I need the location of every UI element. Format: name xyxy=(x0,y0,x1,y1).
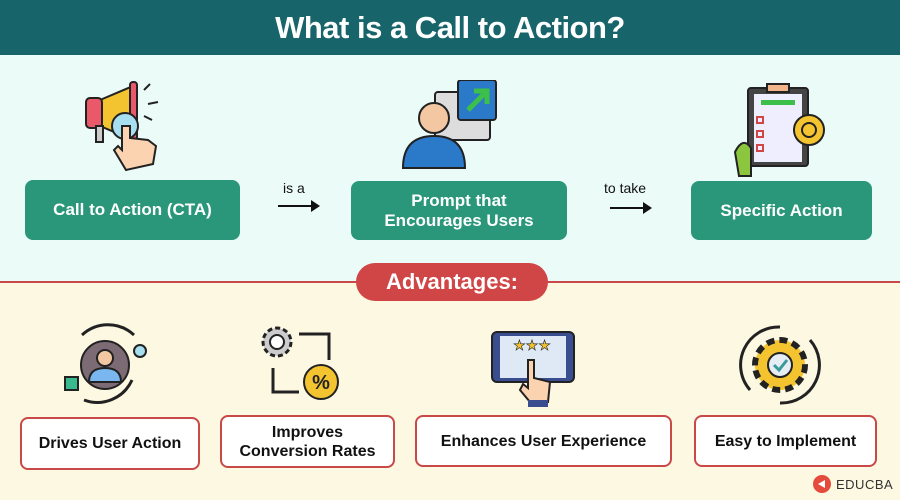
arrow-right-icon xyxy=(610,202,652,214)
connector-label: to take xyxy=(604,180,647,196)
specific-action-label: Specific Action xyxy=(720,200,843,220)
advantage-label: Enhances User Experience xyxy=(440,432,647,450)
specific-action-box: Specific Action xyxy=(691,181,872,240)
advantage-card: Improves Conversion Rates xyxy=(220,415,395,468)
prompt-label-line: Prompt that xyxy=(411,190,507,210)
prompt-box: Prompt that Encourages Users xyxy=(351,181,567,240)
clipboard-target-icon xyxy=(733,83,825,177)
page-title: What is a Call to Action? xyxy=(275,9,625,45)
educba-logo-icon xyxy=(813,475,831,493)
arrow-right-icon xyxy=(278,200,320,212)
educba-logo: EDUCBA xyxy=(812,474,893,494)
advantage-label: Drives User Action xyxy=(38,435,182,452)
svg-text:★★★: ★★★ xyxy=(513,337,551,353)
cta-box: Call to Action (CTA) xyxy=(25,180,240,240)
header: What is a Call to Action? xyxy=(0,0,900,55)
gear-check-icon xyxy=(739,325,821,405)
gear-percent-icon: % xyxy=(261,326,339,400)
person-speech-arrow-icon xyxy=(401,80,497,169)
advantage-label: Easy to Implement xyxy=(714,432,857,450)
advantage-card: Enhances User Experience xyxy=(415,415,672,467)
advantages-heading: Advantages: xyxy=(356,263,548,301)
brand-name: EDUCBA xyxy=(836,476,894,492)
tablet-rating-icon: ★★★ xyxy=(491,331,575,407)
prompt-label-line: Encourages Users xyxy=(384,210,534,230)
svg-text:%: % xyxy=(312,372,330,394)
advantages-label: Advantages: xyxy=(385,269,519,294)
connector-label: is a xyxy=(283,180,305,196)
user-cycle-icon xyxy=(64,323,147,404)
advantage-label-line: Improves xyxy=(271,423,344,441)
cta-label: Call to Action (CTA) xyxy=(53,200,212,219)
advantage-card: Easy to Implement xyxy=(694,415,877,467)
advantage-card: Drives User Action xyxy=(20,417,200,470)
megaphone-click-icon xyxy=(85,81,159,172)
advantage-label-line: Conversion Rates xyxy=(239,442,376,460)
